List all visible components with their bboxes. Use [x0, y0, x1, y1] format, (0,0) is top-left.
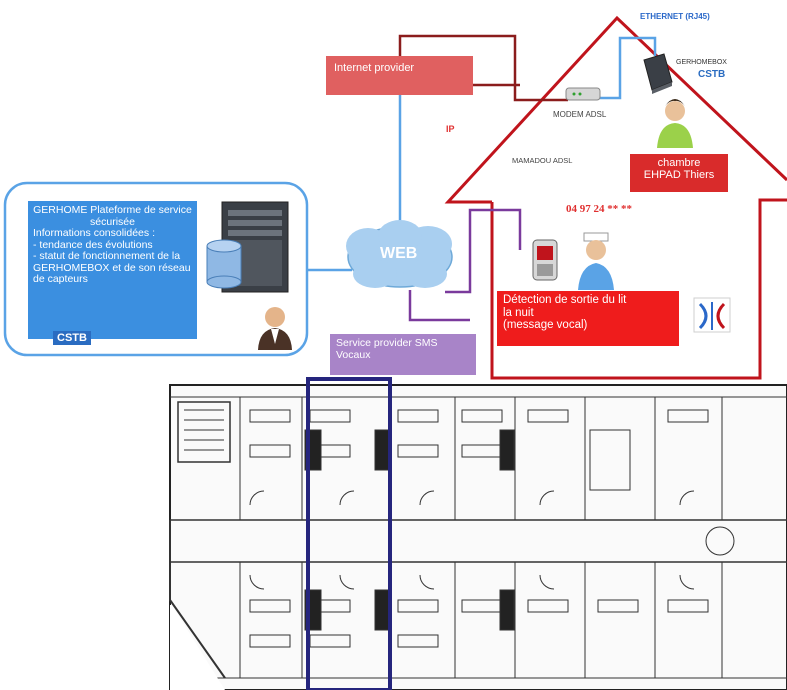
database-icon	[206, 239, 242, 289]
chambre-line2: EHPAD Thiers	[643, 169, 715, 182]
platform-title: GERHOME Plateforme de service sécurisée	[33, 204, 192, 228]
chambre-box: chambre EHPAD Thiers	[630, 154, 728, 192]
detection-box: Détection de sortie du lit la nuit (mess…	[497, 291, 679, 346]
ip-label: IP	[446, 124, 455, 134]
cstb-logo-right: CSTB	[698, 69, 726, 80]
gerhomebox-label: GERHOMEBOX	[676, 59, 727, 66]
house-outline	[444, 15, 787, 380]
connection-lines	[307, 34, 657, 322]
server-icon	[221, 201, 289, 293]
mamadou-label: MAMADOU ADSL	[512, 156, 573, 165]
businessman-icon	[258, 307, 292, 350]
gerhomebox-icon	[643, 53, 673, 94]
phone-number: 04 97 24 ** **	[566, 203, 632, 215]
platform-box: GERHOME Plateforme de service sécurisée …	[28, 201, 197, 339]
platform-subtitle: Informations consolidées :	[33, 227, 155, 240]
resident-avatar-icon	[657, 99, 693, 148]
floor-plan	[169, 384, 787, 690]
ethernet-label: ETHERNET (RJ45)	[640, 12, 710, 21]
web-label: WEB	[380, 245, 418, 262]
detection-line3: (message vocal)	[503, 319, 588, 332]
sms-provider-line2: Vocaux	[336, 348, 371, 361]
platform-bullet-status: - statut de fonctionnement de la GERHOME…	[33, 250, 191, 286]
mobile-phone-icon	[532, 239, 558, 281]
modem-label: MODEM ADSL	[553, 110, 607, 119]
web-cloud	[346, 220, 453, 288]
plan-cutout	[170, 605, 225, 690]
plan-highlight-frame	[306, 377, 392, 690]
nurse-icon	[578, 232, 614, 290]
chambre-line1: chambre	[657, 157, 701, 169]
hospital-logo-icon	[693, 297, 731, 333]
internet-provider-box: Internet provider	[326, 56, 473, 95]
detection-line1: Détection de sortie du lit	[503, 294, 627, 306]
platform-bullet-trend: - tendance des évolutions	[33, 238, 153, 251]
cstb-logo-left: CSTB	[53, 331, 91, 345]
sms-provider-line1: Service provider SMS	[336, 337, 438, 349]
detection-line2: la nuit	[503, 306, 534, 319]
sms-provider-box: Service provider SMS Vocaux	[330, 334, 476, 375]
modem-icon	[565, 87, 601, 101]
